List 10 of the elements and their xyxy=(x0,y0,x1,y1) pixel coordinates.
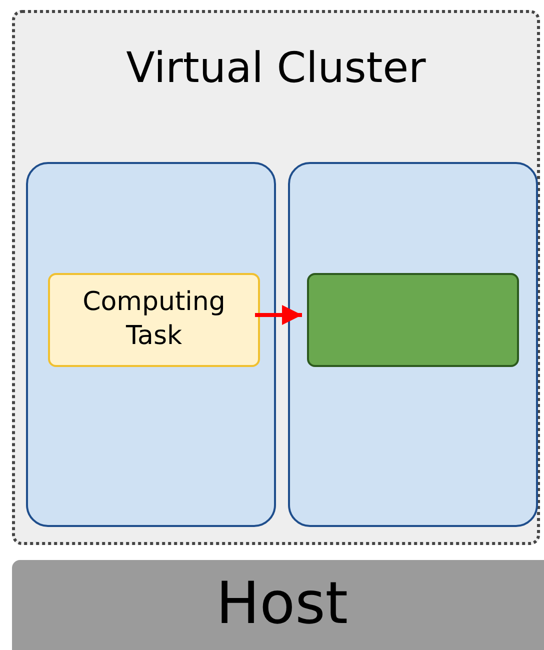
node-label: Virtual Cluster xyxy=(125,42,427,94)
cluster-panel xyxy=(12,10,540,545)
container-box xyxy=(26,162,276,527)
storage-box xyxy=(307,273,519,367)
host-bar xyxy=(12,560,544,650)
container-box xyxy=(288,162,538,527)
node-label: Computing Task xyxy=(82,286,226,353)
arrow xyxy=(255,305,302,325)
node-label: Host xyxy=(214,568,350,639)
process-box xyxy=(48,273,260,367)
